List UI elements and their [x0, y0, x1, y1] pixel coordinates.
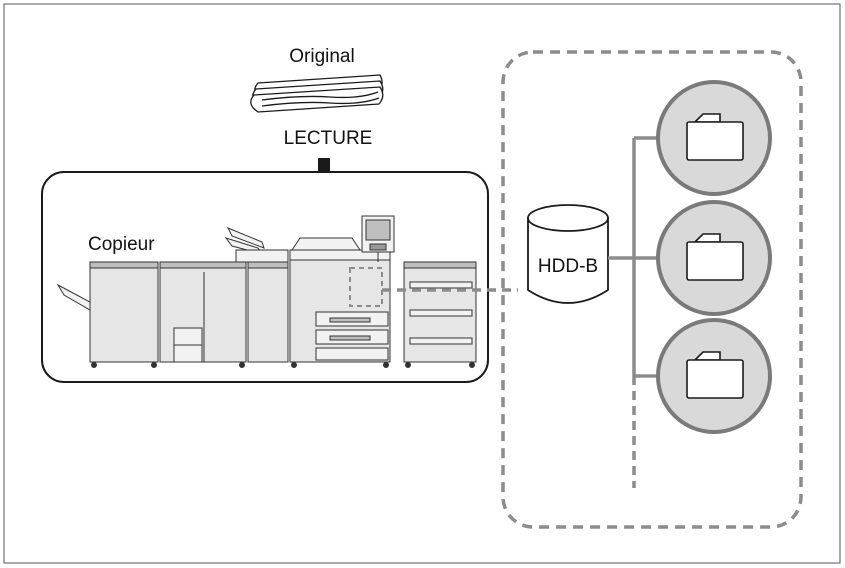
folder-box-3	[656, 318, 772, 434]
document-stack-icon	[250, 74, 384, 113]
copier-label: Copieur	[88, 234, 155, 255]
copier-machine-icon	[56, 215, 477, 368]
folder-box-2	[656, 200, 772, 316]
lecture-label: LECTURE	[284, 128, 373, 149]
folder-icon	[686, 233, 744, 281]
internal-hdd-marker	[349, 267, 383, 307]
folder-icon	[686, 113, 744, 161]
folder-box-1	[656, 80, 772, 196]
hdd-label: HDD-B	[538, 256, 598, 277]
hard-drive-cylinder-icon	[527, 204, 609, 304]
folder-icon	[686, 351, 744, 399]
storage-region	[501, 50, 803, 529]
original-label: Original	[289, 46, 354, 67]
